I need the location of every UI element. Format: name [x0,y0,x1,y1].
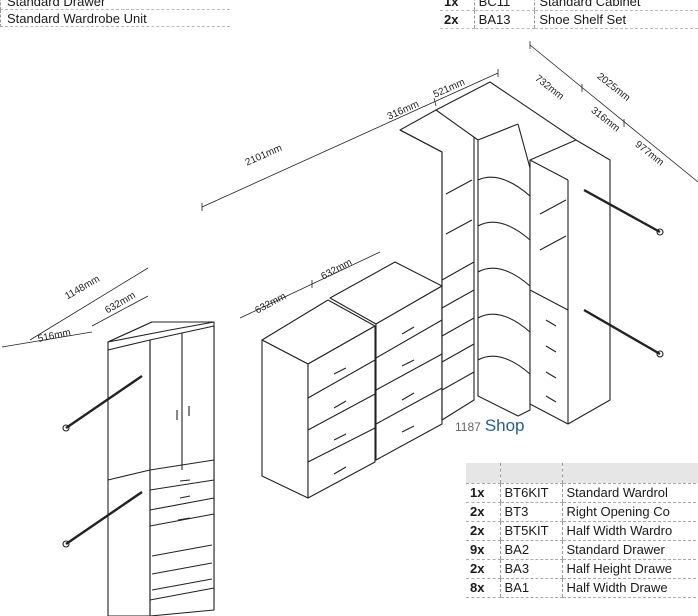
table-row: 9x BA2 Standard Drawer [466,540,698,560]
drawer-chest-left [261,299,376,499]
list-item: Standard Drawer [0,0,230,10]
code-cell: BT6KIT [499,483,562,503]
name-cell: Standard Wardrol [561,483,698,503]
code-cell: BA3 [499,559,562,579]
table-row: 2x BA3 Half Height Drawe [466,559,698,579]
section-number: 1187 [455,420,481,434]
qty-cell: 1x [466,483,500,503]
name-cell: Half Width Drawe [561,578,698,598]
top-right-parts-table: 1x BC11 Standard Cabinet 2x BA13 Shoe Sh… [440,0,698,29]
code-cell: BC11 [473,0,535,11]
name-cell: Right Opening Co [561,502,698,522]
code-cell: BA2 [499,540,562,560]
qty-cell: 2x [466,502,500,522]
qty-cell: 9x [466,540,500,560]
drawer-chest-middle [329,261,443,461]
list-item: Standard Wardrobe Unit [0,10,230,27]
table-row: 2x BA13 Shoe Shelf Set [440,10,698,29]
table-row: 1x BC11 Standard Cabinet [440,0,698,11]
qty-cell: 2x [440,10,475,29]
qty-cell: 2x [466,559,500,579]
section-title-text: Shop [484,416,525,435]
qty-cell: 8x [466,578,500,598]
name-cell: Half Height Drawe [561,559,698,579]
qty-cell: 1x [440,0,475,11]
parts-table: 1x BT6KIT Standard Wardrol 2x BT3 Right … [466,463,698,598]
qty-cell: 2x [466,521,500,541]
table-header-row [466,463,698,484]
left-wardrobe-unit [62,321,215,616]
code-cell: BA13 [473,10,535,29]
table-row: 2x BT3 Right Opening Co [466,502,698,522]
name-cell: Half Width Wardro [561,521,698,541]
code-cell: BA1 [499,578,562,598]
table-row: 2x BT5KIT Half Width Wardro [466,521,698,541]
table-row: 1x BT6KIT Standard Wardrol [466,483,698,503]
name-cell: Shoe Shelf Set [534,10,698,29]
dimension-lines [1,41,698,348]
right-tall-unit [529,139,664,425]
name-cell: Standard Drawer [561,540,698,560]
top-left-parts-list: Standard Drawer Standard Wardrobe Unit [0,0,230,27]
code-cell: BT5KIT [499,521,562,541]
corner-unit [435,81,577,417]
table-row: 8x BA1 Half Width Drawe [466,578,698,598]
code-cell: BT3 [499,502,562,522]
name-cell: Standard Cabinet [534,0,698,11]
